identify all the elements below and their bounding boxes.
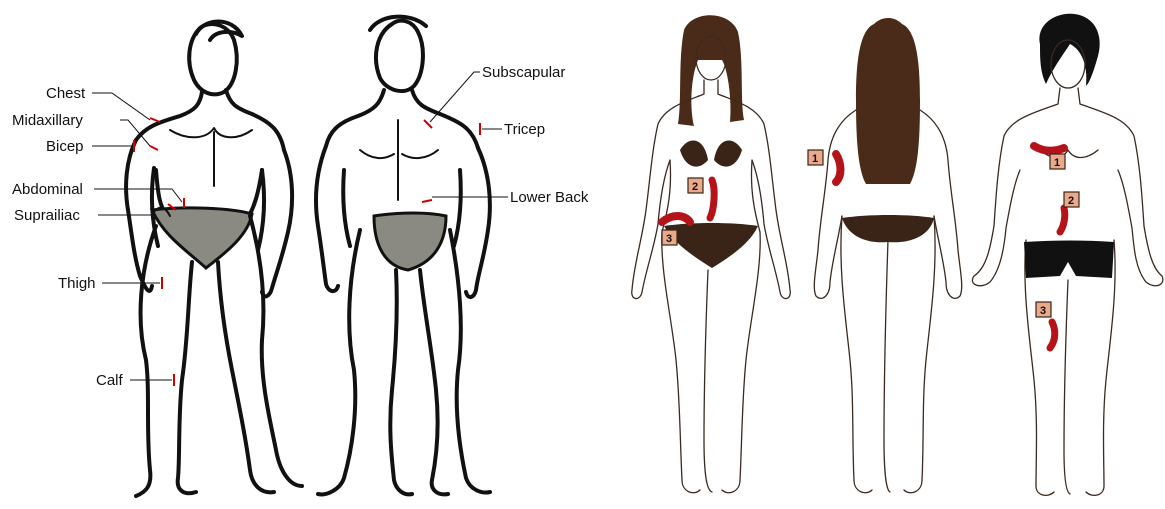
male-front-figure: 1 2 3 bbox=[972, 14, 1163, 496]
label-thigh: Thigh bbox=[58, 275, 96, 292]
marker-female-front-2: 2 bbox=[692, 181, 698, 193]
marker-female-front-3: 3 bbox=[666, 233, 672, 245]
tick-chest bbox=[150, 118, 160, 122]
label-tricep: Tricep bbox=[504, 121, 545, 138]
male-back-sketch bbox=[316, 17, 490, 495]
marker-male-front-1: 1 bbox=[1054, 157, 1060, 169]
marker-male-front-2: 2 bbox=[1068, 195, 1074, 207]
back-site-labels: Subscapular Tricep Lower Back bbox=[422, 64, 589, 206]
front-site-labels: Chest Midaxillary Bicep Abdominal Suprai… bbox=[12, 85, 184, 389]
tick-lower-back bbox=[422, 200, 432, 202]
label-midaxillary: Midaxillary bbox=[12, 112, 83, 129]
label-chest: Chest bbox=[46, 85, 86, 102]
label-suprailiac: Suprailiac bbox=[14, 207, 80, 224]
male-front-sketch bbox=[126, 22, 302, 497]
leader-abdominal bbox=[94, 189, 182, 202]
label-bicep: Bicep bbox=[46, 138, 84, 155]
marker-male-front-3: 3 bbox=[1040, 305, 1046, 317]
label-lower-back: Lower Back bbox=[510, 189, 589, 206]
label-abdominal: Abdominal bbox=[12, 181, 83, 198]
female-front-figure: 2 3 bbox=[632, 15, 791, 493]
leader-chest bbox=[92, 93, 150, 120]
tick-midaxillary bbox=[150, 146, 158, 150]
label-calf: Calf bbox=[96, 372, 124, 389]
marker-female-back-1: 1 bbox=[812, 153, 818, 165]
female-back-figure: 1 bbox=[808, 18, 962, 493]
label-subscapular: Subscapular bbox=[482, 64, 565, 81]
